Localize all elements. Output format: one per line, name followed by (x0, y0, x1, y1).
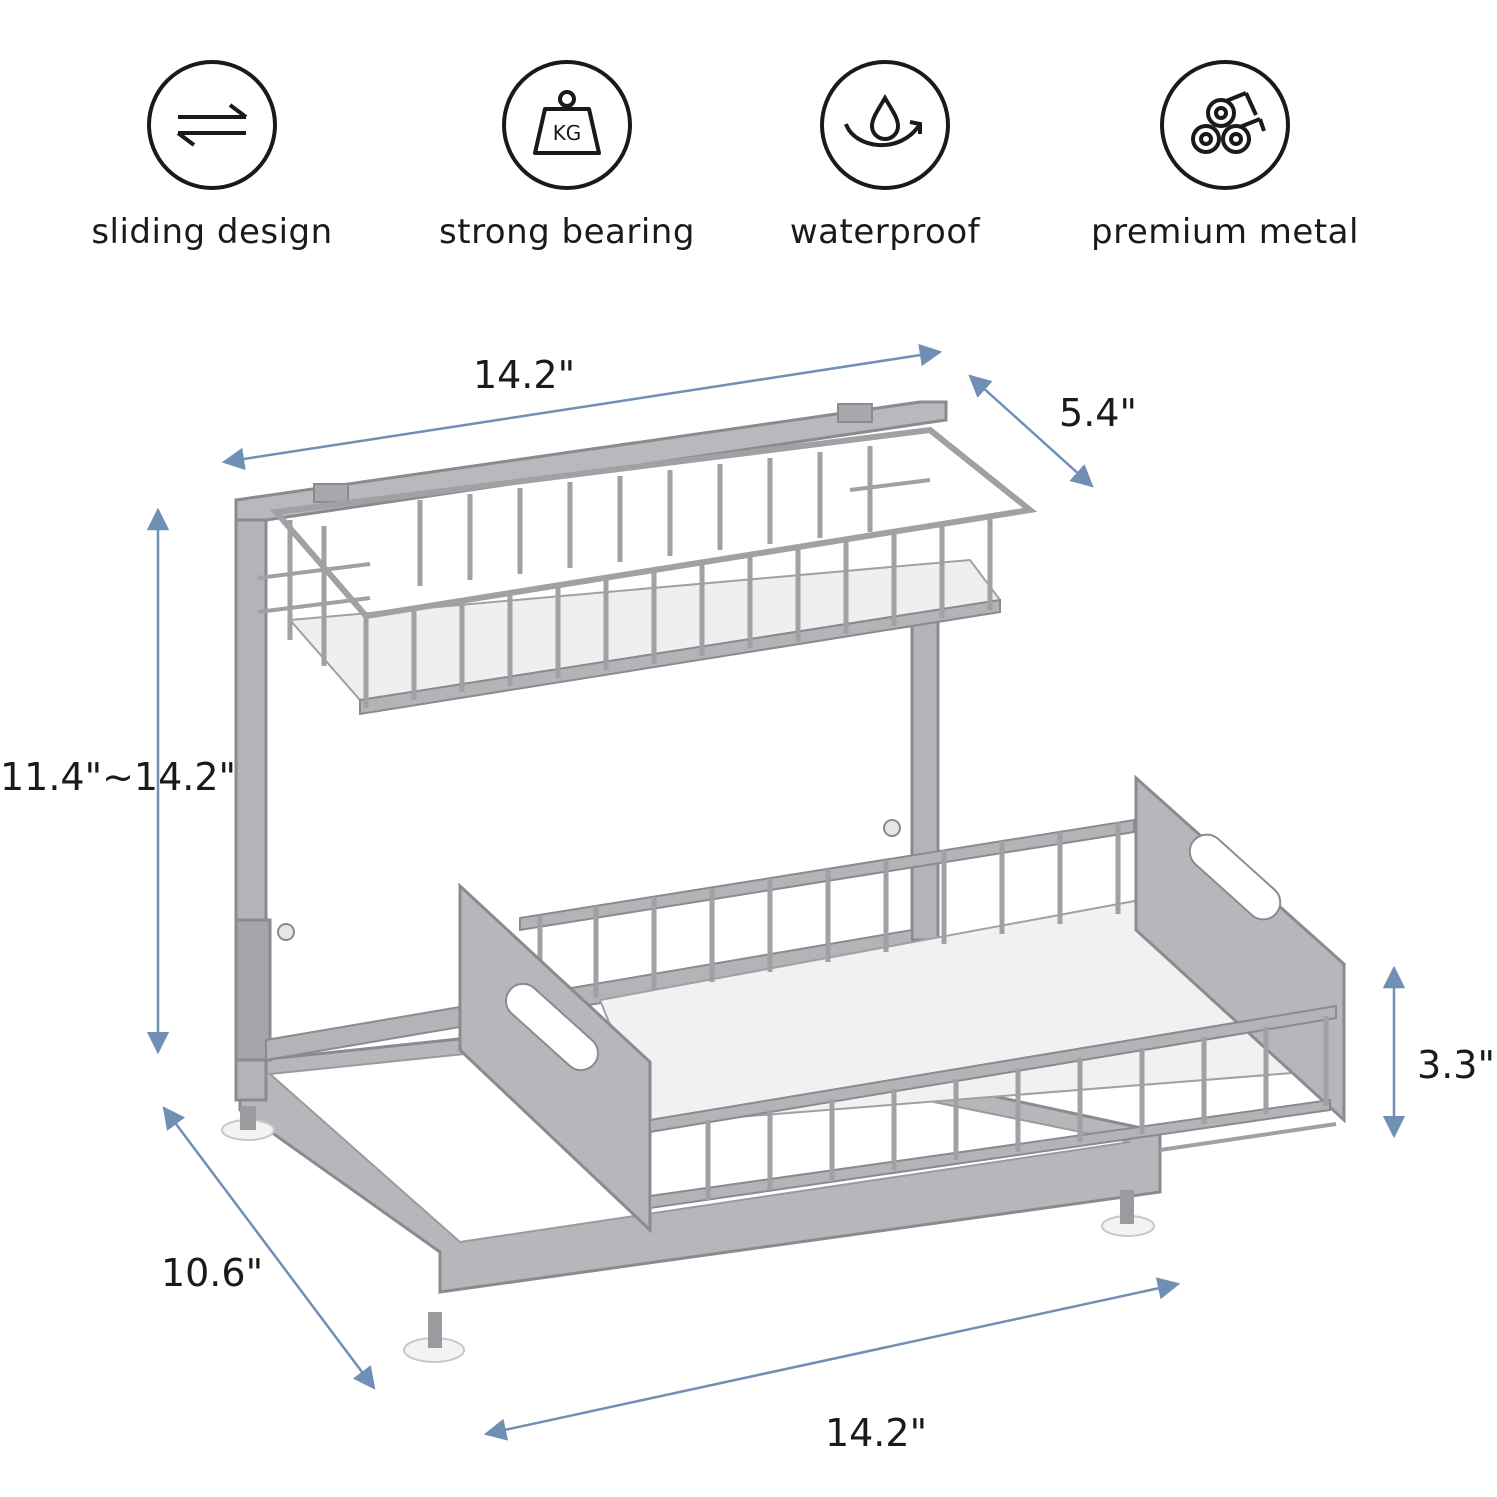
height-label: 11.4"~14.2" (0, 755, 236, 799)
top-width-label: 14.2" (473, 353, 575, 397)
top-depth-line (968, 374, 1094, 488)
feature-sliding-design: sliding design (62, 60, 362, 252)
sliding-arrows-icon (147, 60, 277, 190)
feature-label: sliding design (91, 212, 333, 252)
feature-label: premium metal (1091, 212, 1359, 252)
dimension-lines (146, 343, 1406, 1441)
feature-strong-bearing: KG strong bearing (417, 60, 717, 252)
feature-label: strong bearing (439, 212, 695, 252)
base-depth-line (162, 1106, 376, 1390)
kg-text: KG (553, 121, 582, 145)
rack-illustration (221, 400, 1346, 1363)
feature-label: waterproof (789, 212, 981, 252)
base-depth-label: 10.6" (161, 1251, 263, 1295)
base-width-label: 14.2" (825, 1411, 927, 1455)
top-width-line (221, 343, 943, 471)
feature-waterproof: waterproof (735, 60, 1035, 252)
weight-kg-icon: KG (502, 60, 632, 190)
top-depth-label: 5.4" (1059, 391, 1137, 435)
feature-premium-metal: premium metal (1075, 60, 1375, 252)
drawer-height-label: 3.3" (1417, 1043, 1495, 1087)
lower-drawer (458, 774, 1346, 1234)
water-drop-icon (820, 60, 950, 190)
base-width-line (483, 1277, 1181, 1441)
metal-rolls-icon (1160, 60, 1290, 190)
upper-basket (257, 426, 1038, 716)
